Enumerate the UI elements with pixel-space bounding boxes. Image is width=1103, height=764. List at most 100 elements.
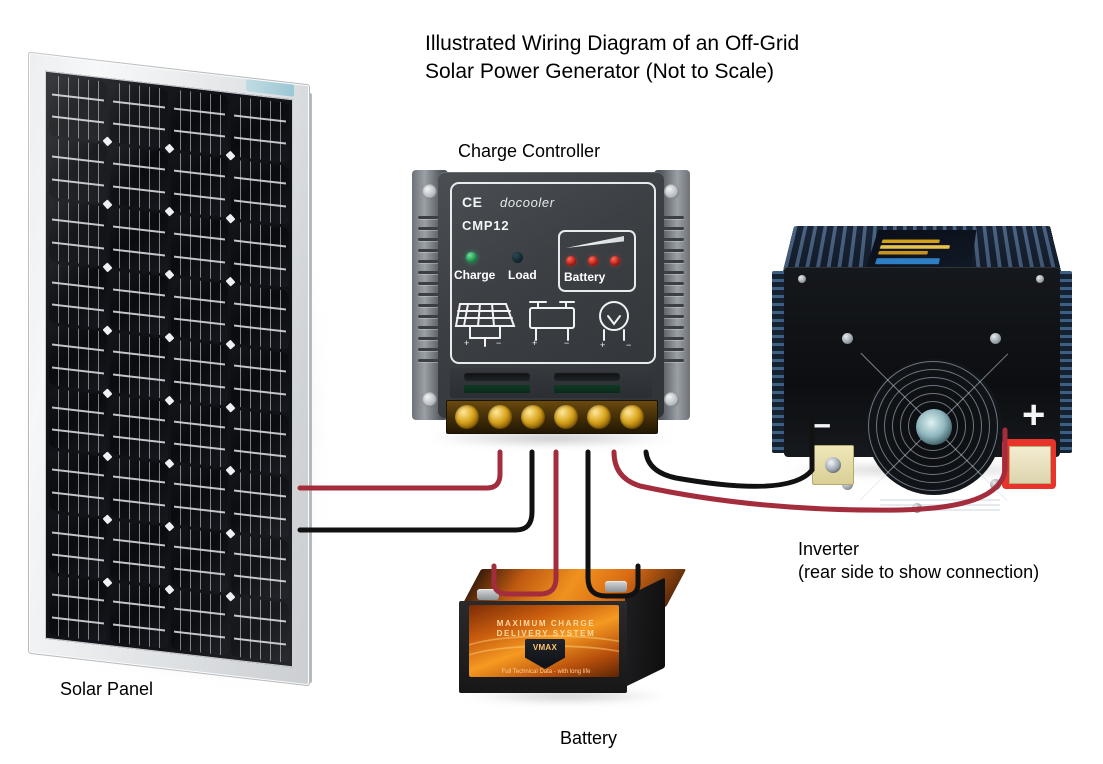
heatsink-fin bbox=[418, 260, 442, 263]
battery-negative-post[interactable] bbox=[605, 581, 627, 592]
solar-cell bbox=[49, 262, 107, 330]
title-line-1: Illustrated Wiring Diagram of an Off-Gri… bbox=[425, 32, 800, 55]
inverter-positive-terminal[interactable] bbox=[1002, 439, 1056, 489]
solar-cell bbox=[109, 457, 168, 524]
solar-cell bbox=[109, 332, 168, 399]
solar-cell bbox=[170, 89, 229, 156]
terminal-screw-6[interactable] bbox=[620, 405, 644, 429]
solar-cell bbox=[170, 339, 229, 406]
solar-cell bbox=[170, 151, 229, 218]
charge-controller: CE docooler CMP12 Charge Load Battery bbox=[412, 168, 690, 458]
fan-screw-top-right bbox=[990, 333, 1001, 344]
charge-controller-lower-plate bbox=[450, 368, 652, 398]
heatsink-fin bbox=[418, 359, 442, 362]
wire-panel-negative bbox=[297, 449, 535, 533]
solar-cell bbox=[109, 520, 168, 587]
panel-screw-top-right bbox=[1036, 275, 1044, 283]
solar-cell bbox=[109, 269, 168, 337]
load-led-indicator bbox=[512, 252, 523, 263]
heatsink-fin bbox=[660, 282, 684, 285]
solar-cell bbox=[231, 471, 289, 538]
heatsink-fin bbox=[660, 293, 684, 296]
load-led-label: Load bbox=[508, 268, 537, 282]
solar-cell bbox=[109, 144, 168, 211]
svg-text:−: − bbox=[564, 338, 569, 348]
terminal-screw-5[interactable] bbox=[587, 405, 611, 429]
solar-panel bbox=[18, 51, 333, 688]
heatsink-fin bbox=[418, 227, 442, 230]
solar-cell bbox=[49, 75, 107, 142]
solar-cell bbox=[231, 408, 289, 476]
solar-panel-label: Solar Panel bbox=[60, 679, 154, 699]
heatsink-fin bbox=[418, 271, 442, 274]
solar-cell bbox=[49, 512, 107, 580]
solar-cell bbox=[231, 221, 289, 288]
mounting-hole bbox=[664, 392, 679, 407]
solar-cell bbox=[49, 200, 107, 267]
battery-meter-label: Battery bbox=[564, 270, 606, 284]
heatsink-fin bbox=[660, 326, 684, 329]
battery-led-1 bbox=[566, 256, 576, 266]
charge-led-label: Charge bbox=[454, 268, 496, 282]
charge-controller-brand: docooler bbox=[500, 195, 555, 210]
svg-text:+: + bbox=[532, 338, 537, 348]
solar-panel-frame bbox=[28, 51, 310, 687]
pcb-strip-right bbox=[554, 385, 620, 393]
heatsink-fin bbox=[660, 260, 684, 263]
heatsink-fin bbox=[660, 271, 684, 274]
terminal-screw-4[interactable] bbox=[554, 405, 578, 429]
heatsink-fin bbox=[418, 337, 442, 340]
battery-positive-post[interactable] bbox=[477, 589, 499, 600]
battery-label-line-1: MAXIMUM CHARGE bbox=[496, 619, 596, 628]
heatsink-fin bbox=[418, 315, 442, 318]
solar-cell bbox=[109, 82, 168, 149]
charge-controller-label: Charge Controller bbox=[458, 141, 601, 161]
diagram-title: Illustrated Wiring Diagram of an Off-Gri… bbox=[425, 30, 799, 86]
svg-text:+: + bbox=[464, 338, 469, 348]
charge-controller-terminal-block bbox=[446, 400, 658, 434]
battery-label: Battery bbox=[560, 728, 618, 748]
solar-panel-laminate bbox=[45, 70, 293, 668]
terminal-screw-1[interactable] bbox=[455, 405, 479, 429]
terminal-screw-3[interactable] bbox=[521, 405, 545, 429]
charge-controller-body: CE docooler CMP12 Charge Load Battery bbox=[438, 172, 664, 434]
solar-cell bbox=[170, 589, 229, 656]
inverter-positive-sign: + bbox=[1022, 393, 1046, 437]
solar-cell-grid bbox=[49, 75, 289, 663]
svg-text:−: − bbox=[626, 340, 631, 350]
inverter-label-line-2: (rear side to show connection) bbox=[798, 562, 1040, 582]
heatsink-fin bbox=[660, 238, 684, 241]
heatsink-fin bbox=[418, 282, 442, 285]
battery-led-3 bbox=[610, 256, 620, 266]
ce-mark-icon: CE bbox=[462, 194, 483, 210]
title-line-2: Solar Power Generator (Not to Scale) bbox=[425, 60, 774, 83]
solar-cell bbox=[231, 346, 289, 413]
battery-side-face bbox=[625, 577, 665, 687]
inverter-negative-terminal[interactable] bbox=[812, 445, 854, 485]
solar-cell bbox=[170, 401, 229, 469]
solar-cell bbox=[49, 387, 107, 455]
solar-cell bbox=[49, 450, 107, 517]
solar-cell bbox=[109, 394, 168, 462]
battery-led-2 bbox=[588, 256, 598, 266]
mounting-hole bbox=[664, 184, 679, 199]
heatsink-fin bbox=[418, 238, 442, 241]
heatsink-fin bbox=[660, 337, 684, 340]
terminal-screw-2[interactable] bbox=[488, 405, 512, 429]
solar-cell bbox=[49, 575, 107, 642]
battery-sub-label: Full Technical Data - with long life bbox=[501, 669, 591, 675]
inverter-label: Inverter (rear side to show connection) bbox=[798, 538, 1039, 584]
solar-cell bbox=[49, 325, 107, 392]
solar-cell bbox=[170, 464, 229, 531]
inverter-negative-sign: – bbox=[812, 405, 831, 443]
battery-label-line-2: DELIVERY SYSTEM bbox=[496, 629, 596, 638]
heatsink-fin bbox=[660, 315, 684, 318]
cable-slot-left bbox=[464, 372, 530, 381]
cable-slot-right bbox=[554, 372, 620, 381]
battery-meter-box bbox=[558, 230, 636, 292]
fan-screw-bottom-right bbox=[990, 479, 1001, 490]
load-lamp-icon bbox=[599, 301, 629, 341]
